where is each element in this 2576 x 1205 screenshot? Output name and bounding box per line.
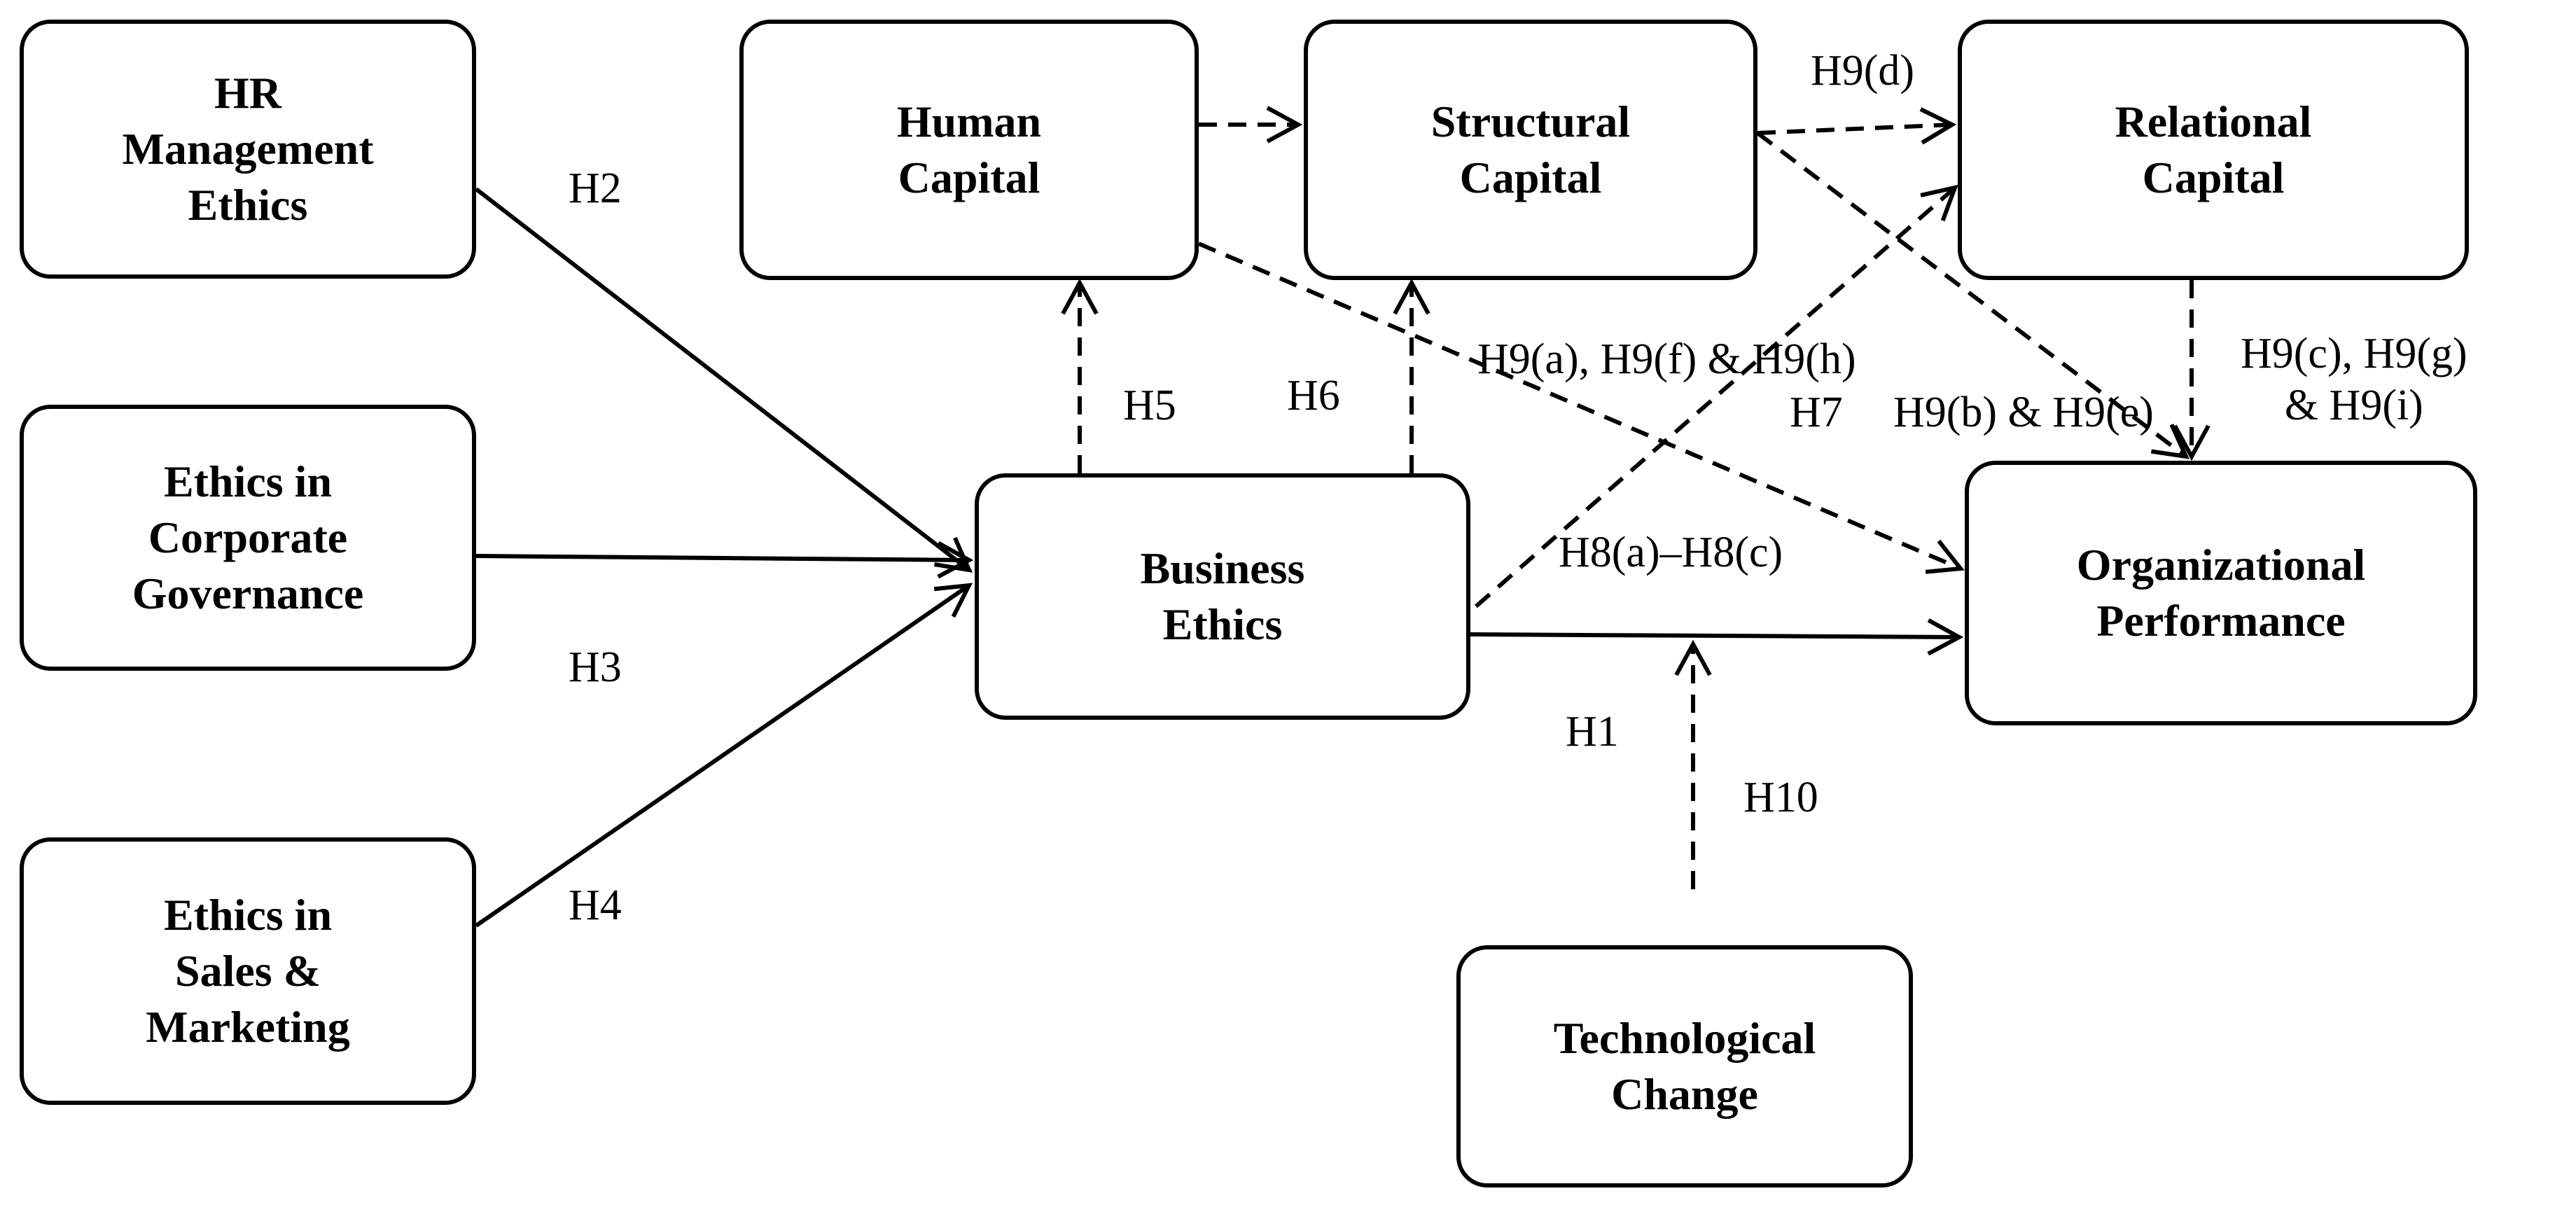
edge-h2 bbox=[475, 187, 970, 572]
arrowhead-h7 bbox=[1920, 184, 1958, 222]
node-ethics-sales-marketing: Ethics in Sales & Marketing bbox=[20, 837, 476, 1105]
node-label: Technological Change bbox=[1553, 1013, 1816, 1119]
edge-label-h3: H3 bbox=[569, 643, 622, 691]
node-human-capital: Human Capital bbox=[739, 20, 1199, 280]
edge-label-h9be: H9(b) & H9(e) bbox=[1893, 389, 2154, 436]
edge-h9afh bbox=[1197, 242, 1962, 571]
node-label: Business Ethics bbox=[1140, 543, 1305, 649]
edge-h1 bbox=[1470, 632, 1960, 639]
arrowhead-h9afh bbox=[1925, 539, 1965, 574]
edge-label-h2: H2 bbox=[569, 165, 622, 212]
edge-label-h9afh: H9(a), H9(f) & H9(h) bbox=[1477, 335, 1856, 383]
edge-h9be bbox=[1756, 131, 2187, 459]
arrowhead-h1 bbox=[1927, 618, 1964, 656]
edge-label-h1: H1 bbox=[1566, 708, 1619, 755]
edge-label-h9d: H9(d) bbox=[1811, 47, 1915, 95]
node-ethics-corporate-governance: Ethics in Corporate Governance bbox=[20, 405, 476, 671]
arrowhead-h6 bbox=[1393, 278, 1430, 315]
arrowhead-h10 bbox=[1674, 639, 1712, 676]
arrowhead-h3 bbox=[937, 541, 974, 579]
arrowhead-hc-sc bbox=[1266, 106, 1303, 144]
arrowhead-h5 bbox=[1061, 278, 1099, 315]
arrowhead-h9be bbox=[2150, 424, 2190, 459]
edge-h7 bbox=[1475, 186, 1956, 608]
node-relational-capital: Relational Capital bbox=[1958, 20, 2469, 280]
arrowhead-h4 bbox=[933, 583, 973, 618]
edge-label-h6: H6 bbox=[1287, 372, 1340, 419]
edge-h3 bbox=[475, 554, 970, 562]
edge-label-h9cgi: H9(c), H9(g) & H9(i) bbox=[2241, 330, 2467, 430]
node-business-ethics: Business Ethics bbox=[975, 473, 1470, 720]
node-hr-management-ethics: HR Management Ethics bbox=[20, 20, 476, 279]
annotation-h8: H8(a)–H8(c) bbox=[1559, 529, 1783, 576]
edge-label-h7: H7 bbox=[1790, 389, 1843, 436]
edge-label-h10: H10 bbox=[1743, 774, 1818, 821]
node-label: Relational Capital bbox=[2115, 97, 2312, 202]
edge-h4 bbox=[475, 583, 970, 928]
node-label: Organizational Performance bbox=[2076, 540, 2366, 646]
node-label: Ethics in Sales & Marketing bbox=[146, 890, 350, 1052]
node-label: Structural Capital bbox=[1430, 97, 1631, 202]
arrowhead-h9d bbox=[1919, 107, 1957, 145]
edge-label-h5: H5 bbox=[1123, 382, 1176, 429]
arrowhead-h2 bbox=[934, 536, 973, 573]
arrowhead-h9cgi bbox=[2173, 424, 2211, 461]
node-label: HR Management Ethics bbox=[122, 68, 374, 230]
node-label: Ethics in Corporate Governance bbox=[132, 457, 364, 618]
node-organizational-performance: Organizational Performance bbox=[1965, 461, 2477, 725]
node-structural-capital: Structural Capital bbox=[1304, 20, 1757, 280]
edge-label-h4: H4 bbox=[569, 882, 622, 929]
node-label: Human Capital bbox=[896, 97, 1042, 202]
edge-h9d bbox=[1757, 123, 1953, 135]
node-technological-change: Technological Change bbox=[1456, 945, 1913, 1187]
